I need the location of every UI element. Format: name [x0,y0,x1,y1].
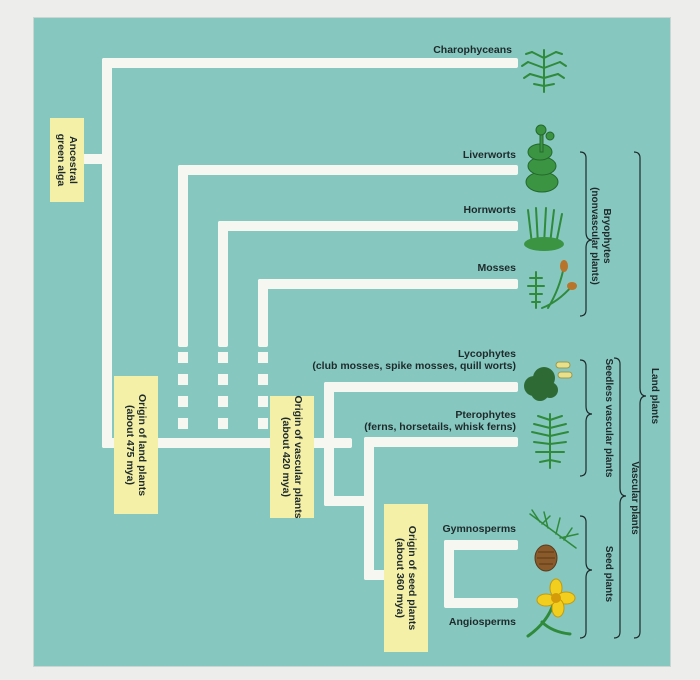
fern-plant-icon [531,413,569,469]
group-brackets [579,151,647,639]
label-charophyceans: Charophyceans [433,44,512,56]
trunk-seed-plants [444,540,454,602]
branch-vascular-join [324,496,368,506]
trunk-pterophytes [364,437,374,580]
label-angiosperms: Angiosperms [448,616,516,628]
group-label-bryophytes: Bryophytes(nonvascular plants) [589,187,612,285]
branch-gymnosperms [444,540,518,550]
branch-mosses [258,279,518,289]
lycophyte-plant-icon [524,361,573,401]
trunk-mosses [258,279,268,347]
liverwort-plant-icon [525,124,559,193]
branch-hornworts [218,221,518,231]
origin-land-plants-box: Origin of land plants(about 475 mya) [114,376,158,514]
group-label-land-plants: Land plants [649,367,660,425]
charophycean-plant-icon [521,49,567,93]
moss-plant-icon [527,260,577,309]
trunk-ancestral [102,58,112,448]
origin-seed-plants-box: Origin of seed plants(about 360 mya) [384,504,428,652]
branch-seed-join [364,570,390,580]
branch-base [102,438,352,448]
group-label-seedless-vascular: Seedless vascular plants [603,358,614,478]
branch-angiosperms [444,598,518,608]
trunk-liverworts [178,165,188,347]
label-gymnosperms: Gymnosperms [442,523,516,535]
trunk-vascular [324,382,334,506]
label-liverworts: Liverworts [462,149,516,161]
stub-ancestral [82,154,108,164]
label-lycophytes: Lycophytes(club mosses, spike mosses, qu… [312,348,516,372]
branch-charophyceans [102,58,518,68]
branch-lycophytes [324,382,518,392]
origin-vascular-plants-box: Origin of vascular plants(about 420 mya) [270,395,314,519]
pine-cone-icon [529,509,579,572]
branch-liverworts [178,165,518,175]
hornwort-plant-icon [524,207,564,251]
trunk-hornworts [218,221,228,347]
label-mosses: Mosses [477,262,516,274]
group-label-vascular-plants: Vascular plants [629,461,640,535]
flower-icon [526,578,576,638]
branch-pterophytes [364,437,518,447]
group-label-seed-plants: Seed plants [603,545,614,603]
label-pterophytes: Pterophytes(ferns, horsetails, whisk fer… [364,409,516,433]
label-hornworts: Hornworts [463,204,517,216]
